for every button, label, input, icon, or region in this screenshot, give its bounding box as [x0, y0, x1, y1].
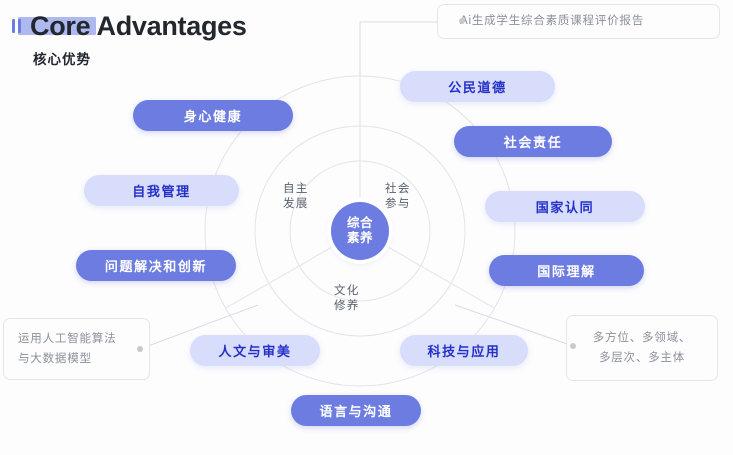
note-top-text: Ai生成学生综合素质课程评价报告 [460, 15, 645, 28]
pill-gongmin-daode[interactable]: 公民道德 [400, 71, 555, 102]
page-title: Core Advantages [30, 10, 247, 41]
note-right-text: 多方位、多领域、 多层次、多主体 [593, 328, 691, 368]
note-card-right: 多方位、多领域、 多层次、多主体 [566, 315, 718, 381]
pill-shenxin-jiankang[interactable]: 身心健康 [133, 100, 293, 131]
sector-wenhua-line2: 修养 [334, 300, 360, 313]
pill-keji-yingyong[interactable]: 科技与应用 [400, 335, 528, 366]
note-right-bullet-icon [570, 343, 576, 349]
sector-label-wenhua: 文化 修养 [334, 284, 360, 314]
note-top-bullet-icon [459, 18, 465, 24]
note-card-left: 运用人工智能算法 与大数据模型 [3, 318, 150, 380]
accent-bars-icon [12, 19, 21, 33]
hub-label-line1: 综合 [346, 216, 373, 231]
pill-shehui-zeren[interactable]: 社会责任 [454, 126, 612, 157]
note-left-line1: 运用人工智能算法 [18, 332, 117, 345]
sector-label-shehui: 社会 参与 [385, 182, 411, 212]
note-card-top: Ai生成学生综合素质课程评价报告 [437, 4, 720, 39]
pill-renwen-shenmei[interactable]: 人文与审美 [190, 335, 320, 366]
sector-label-zizhu: 自主 发展 [283, 182, 309, 212]
note-right-line1: 多方位、多领域、 [592, 331, 692, 344]
center-hub[interactable]: 综合 素养 [331, 202, 389, 260]
title-highlight-band [18, 17, 96, 35]
pill-wenti-jiejue[interactable]: 问题解决和创新 [76, 250, 236, 281]
pill-guoji-lijie[interactable]: 国际理解 [489, 255, 644, 286]
hub-label-line2: 素养 [346, 231, 373, 245]
note-left-bullet-icon [137, 346, 143, 352]
pill-guojia-rentong[interactable]: 国家认同 [485, 191, 645, 222]
pill-yuyan-goutong[interactable]: 语言与沟通 [291, 395, 421, 426]
note-left-line2: 与大数据模型 [18, 353, 92, 365]
sector-shehui-line2: 参与 [385, 198, 411, 211]
page-header: Core Advantages 核心优势 [0, 0, 340, 78]
sector-zizhu-line1: 自主 [283, 183, 309, 195]
note-right-line2: 多层次、多主体 [598, 352, 686, 364]
pill-ziwo-guanli[interactable]: 自我管理 [84, 175, 239, 206]
page-subtitle: 核心优势 [33, 52, 91, 67]
sector-wenhua-line1: 文化 [334, 285, 360, 297]
sector-zizhu-line2: 发展 [283, 198, 309, 211]
note-left-text: 运用人工智能算法 与大数据模型 [18, 329, 116, 369]
title-row: Core Advantages [12, 10, 247, 42]
sector-shehui-line1: 社会 [385, 183, 411, 195]
